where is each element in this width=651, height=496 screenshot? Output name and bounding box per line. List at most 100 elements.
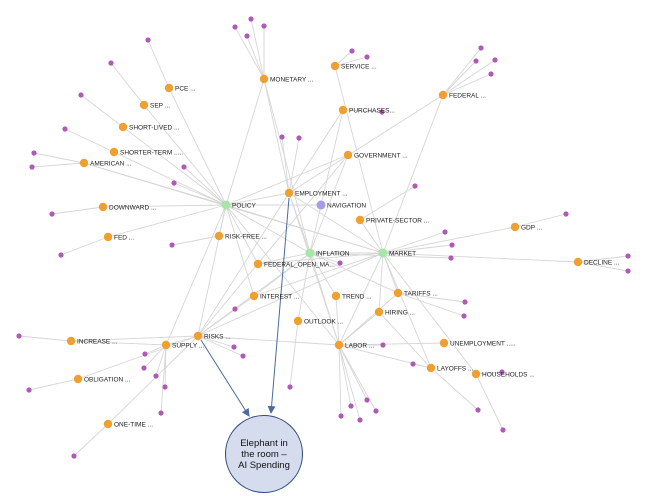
leaf-node[interactable] <box>244 33 250 39</box>
leaf-node[interactable] <box>410 361 416 367</box>
node-government[interactable] <box>343 150 353 160</box>
leaf-node[interactable] <box>29 164 35 170</box>
leaf-node[interactable] <box>488 71 494 77</box>
leaf-node[interactable] <box>71 453 77 459</box>
leaf-node[interactable] <box>492 57 498 63</box>
node-employment[interactable] <box>284 188 294 198</box>
leaf-node[interactable] <box>240 353 246 359</box>
node-labor[interactable] <box>334 340 344 350</box>
leaf-node[interactable] <box>62 126 68 132</box>
node-layoffs[interactable] <box>426 363 436 373</box>
leaf-node[interactable] <box>373 408 379 414</box>
leaf-node[interactable] <box>449 242 455 248</box>
leaf-node[interactable] <box>473 58 479 64</box>
leaf-node[interactable] <box>338 413 344 419</box>
node-navigation[interactable] <box>316 200 326 210</box>
edge <box>77 335 199 380</box>
node-pce[interactable] <box>164 83 174 93</box>
leaf-node[interactable] <box>348 403 354 409</box>
leaf-node[interactable] <box>500 427 506 433</box>
leaf-node[interactable] <box>171 180 177 186</box>
leaf-node[interactable] <box>461 313 467 319</box>
leaf-node[interactable] <box>364 54 370 60</box>
node-downward[interactable] <box>98 202 108 212</box>
node-shortlived[interactable] <box>118 122 128 132</box>
leaf-node[interactable] <box>296 135 302 141</box>
leaf-node[interactable] <box>49 211 55 217</box>
node-unemployment[interactable] <box>439 338 449 348</box>
node-supply[interactable] <box>161 340 171 350</box>
edge <box>234 26 265 80</box>
edge <box>197 335 244 357</box>
leaf-node[interactable] <box>563 211 569 217</box>
node-obligation[interactable] <box>73 374 83 384</box>
leaf-node[interactable] <box>162 384 168 390</box>
leaf-node[interactable] <box>231 344 237 350</box>
leaf-node[interactable] <box>475 407 481 413</box>
leaf-node[interactable] <box>181 164 187 170</box>
node-households[interactable] <box>471 369 481 379</box>
node-fed[interactable] <box>103 232 113 242</box>
leaf-node[interactable] <box>349 48 355 54</box>
leaf-node[interactable] <box>478 45 484 51</box>
node-risks[interactable] <box>193 331 203 341</box>
leaf-node[interactable] <box>357 417 363 423</box>
edge <box>335 295 340 346</box>
leaf-node[interactable] <box>232 24 238 30</box>
node-sep[interactable] <box>139 100 149 110</box>
leaf-node[interactable] <box>142 351 148 357</box>
leaf-node[interactable] <box>141 365 147 371</box>
leaf-node[interactable] <box>145 37 151 43</box>
node-service[interactable] <box>330 61 340 71</box>
node-privatesector[interactable] <box>355 215 365 225</box>
node-monetary[interactable] <box>259 74 269 84</box>
leaf-node[interactable] <box>499 369 505 375</box>
node-onetime[interactable] <box>103 419 113 429</box>
leaf-node[interactable] <box>279 134 285 140</box>
node-decline[interactable] <box>573 257 583 267</box>
leaf-node[interactable] <box>232 306 238 312</box>
node-tariffs[interactable] <box>393 288 403 298</box>
node-fomc[interactable] <box>253 259 263 269</box>
leaf-node[interactable] <box>380 342 386 348</box>
node-purchases[interactable] <box>338 105 348 115</box>
leaf-node[interactable] <box>448 255 454 261</box>
leaf-node[interactable] <box>26 387 32 393</box>
node-riskfree[interactable] <box>214 231 224 241</box>
node-american[interactable] <box>79 158 89 168</box>
leaf-node[interactable] <box>169 242 175 248</box>
node-policy[interactable] <box>221 200 231 210</box>
leaf-node[interactable] <box>625 253 631 259</box>
node-shorterterm[interactable] <box>109 147 119 157</box>
leaf-node[interactable] <box>261 23 267 29</box>
leaf-node[interactable] <box>442 229 448 235</box>
edge <box>83 162 384 254</box>
node-outlook[interactable] <box>293 316 303 326</box>
node-label-privatesector: PRIVATE-SECTOR ... <box>366 217 429 224</box>
leaf-node[interactable] <box>248 16 254 22</box>
node-label-downward: DOWNWARD ... <box>109 204 157 211</box>
leaf-node[interactable] <box>337 260 343 266</box>
leaf-node[interactable] <box>58 252 64 258</box>
node-hiring[interactable] <box>374 307 384 317</box>
leaf-node[interactable] <box>462 299 468 305</box>
node-gdp[interactable] <box>510 222 520 232</box>
leaf-node[interactable] <box>412 183 418 189</box>
leaf-node[interactable] <box>31 150 37 156</box>
leaf-node[interactable] <box>364 397 370 403</box>
leaf-node[interactable] <box>108 60 114 66</box>
node-market[interactable] <box>378 248 388 258</box>
leaf-node[interactable] <box>16 333 22 339</box>
leaf-node[interactable] <box>625 268 631 274</box>
leaf-node[interactable] <box>158 410 164 416</box>
leaf-node[interactable] <box>379 109 385 115</box>
edge <box>183 166 227 206</box>
node-trend[interactable] <box>331 291 341 301</box>
leaf-node[interactable] <box>153 373 159 379</box>
leaf-node[interactable] <box>287 384 293 390</box>
node-interest[interactable] <box>249 291 259 301</box>
node-increase[interactable] <box>66 336 76 346</box>
node-federal[interactable] <box>438 90 448 100</box>
node-inflation[interactable] <box>305 248 315 258</box>
leaf-node[interactable] <box>78 92 84 98</box>
